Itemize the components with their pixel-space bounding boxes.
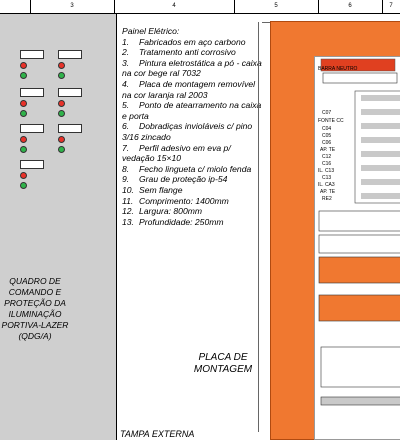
circuit-label: AP. TE	[320, 147, 336, 153]
circuit-label: C13	[322, 175, 332, 181]
red-indicator-lamp	[20, 100, 27, 107]
indicator-label-plate	[20, 124, 44, 133]
indicator-group-1	[20, 50, 44, 79]
indicator-label-plate	[20, 50, 44, 59]
ruler-cell-5: 5	[234, 0, 319, 13]
red-indicator-lamp	[58, 100, 65, 107]
relay-row-1	[318, 210, 400, 232]
circuit-label: C07	[322, 110, 332, 116]
label-line: PLACA DE	[198, 352, 248, 363]
indicator-label-plate	[20, 88, 44, 97]
notes-title: Painel Elétrico:	[122, 26, 180, 36]
note-item: 12.Largura: 800mm	[122, 206, 203, 217]
indicator-label-plate	[58, 88, 82, 97]
green-indicator-lamp	[20, 72, 27, 79]
ruler-cell-7: 7	[382, 0, 400, 13]
circuit-label: C12	[322, 154, 332, 160]
mounting-plate-label: PLACA DE MONTAGEM	[186, 352, 260, 376]
note-item: 5.Ponto de atearramento na caixa e porta	[122, 100, 262, 121]
red-indicator-lamp	[58, 62, 65, 69]
title-line: (QDG/A)	[18, 331, 52, 341]
green-indicator-lamp	[58, 72, 65, 79]
green-indicator-lamp	[20, 110, 27, 117]
note-item: 9.Grau de proteção ip-54	[122, 174, 228, 185]
indicator-group-3	[20, 88, 44, 117]
circuit-label: C05	[322, 133, 332, 139]
green-indicator-lamp	[20, 146, 27, 153]
sheet-ruler: 3 4 5 6 7	[0, 0, 400, 14]
green-indicator-lamp	[20, 182, 27, 189]
relay-row-2	[318, 234, 400, 254]
component-area	[314, 56, 400, 440]
circuit-label: AP. TE	[320, 189, 336, 195]
indicator-label-plate	[20, 160, 44, 169]
external-cover-label: TAMPA EXTERNA	[120, 429, 195, 439]
note-item: 3.Pintura eletrostática a pó - caixa na …	[122, 57, 262, 79]
circuit-label: IL. CA3	[318, 182, 335, 188]
label-line: MONTAGEM	[193, 364, 253, 375]
indicator-group-2	[58, 50, 82, 79]
note-item: 6.Dobradiças invioláveis c/ pino 3/16 zi…	[122, 121, 253, 142]
note-item: 10.Sem flange	[122, 184, 183, 195]
neutral-bar-label: BARRA NEUTRO	[318, 66, 358, 72]
red-indicator-lamp	[20, 62, 27, 69]
dimension-tick	[262, 22, 272, 23]
specification-notes: Painel Elétrico: 1.Fabricados em aço car…	[122, 26, 262, 227]
indicator-group-6	[58, 124, 82, 153]
note-item: 13.Profundidade: 250mm	[122, 216, 224, 227]
circuit-label: C16	[322, 161, 332, 167]
relay-row-3	[318, 256, 400, 284]
breaker-bank	[354, 90, 400, 204]
indicator-label-plate	[58, 124, 82, 133]
circuit-label: IL. C13	[318, 168, 335, 174]
mounting-plate-components	[318, 58, 400, 406]
note-item: 7.Perfil adesivo em eva p/ vedação 15×10	[122, 142, 231, 164]
power-supply-label: FONTE CC	[318, 118, 344, 124]
note-item: 8.Fecho lingueta c/ miolo fenda	[122, 163, 252, 174]
indicator-group-5	[20, 124, 44, 153]
neutral-bar	[322, 72, 398, 84]
top-breaker-block	[320, 58, 396, 72]
panel-title-block: QUADRO DE COMANDO E PROTEÇÃO DA ILUMINAÇ…	[0, 276, 70, 342]
dimension-line	[258, 22, 259, 432]
external-cover-view: QUADRO DE COMANDO E PROTEÇÃO DA ILUMINAÇ…	[0, 14, 117, 440]
terminal-block-rail	[320, 346, 400, 388]
green-indicator-lamp	[58, 110, 65, 117]
red-indicator-lamp	[58, 136, 65, 143]
indicator-label-plate	[58, 50, 82, 59]
red-indicator-lamp	[20, 172, 27, 179]
circuit-label: RE2	[322, 196, 332, 202]
title-line: QUADRO DE	[9, 276, 61, 286]
ruler-cell-4: 4	[114, 0, 235, 13]
relay-row-4	[318, 294, 400, 322]
ruler-cell-3: 3	[30, 0, 115, 13]
circuit-label: C04	[322, 126, 332, 132]
green-indicator-lamp	[58, 146, 65, 153]
title-line: PROTEÇÃO DA	[4, 298, 66, 308]
circuit-label: C06	[322, 140, 332, 146]
note-item: 2.Tratamento anti corrosivo	[122, 47, 236, 58]
red-indicator-lamp	[20, 136, 27, 143]
title-line: PORTIVA-LAZER	[1, 320, 69, 330]
note-item: 4.Placa de montagem removível na cor lar…	[122, 78, 256, 100]
indicator-group-7	[20, 160, 44, 189]
title-line: ILUMINAÇÃO	[8, 309, 62, 319]
ruler-cell-6: 6	[318, 0, 383, 13]
ruler-cell	[0, 0, 31, 13]
note-item: 1.Fabricados em aço carbono	[122, 36, 246, 47]
note-item: 11.Comprimento: 1400mm	[122, 195, 229, 206]
title-line: COMANDO E	[8, 287, 62, 297]
indicator-group-4	[58, 88, 82, 117]
bottom-rail	[320, 396, 400, 406]
